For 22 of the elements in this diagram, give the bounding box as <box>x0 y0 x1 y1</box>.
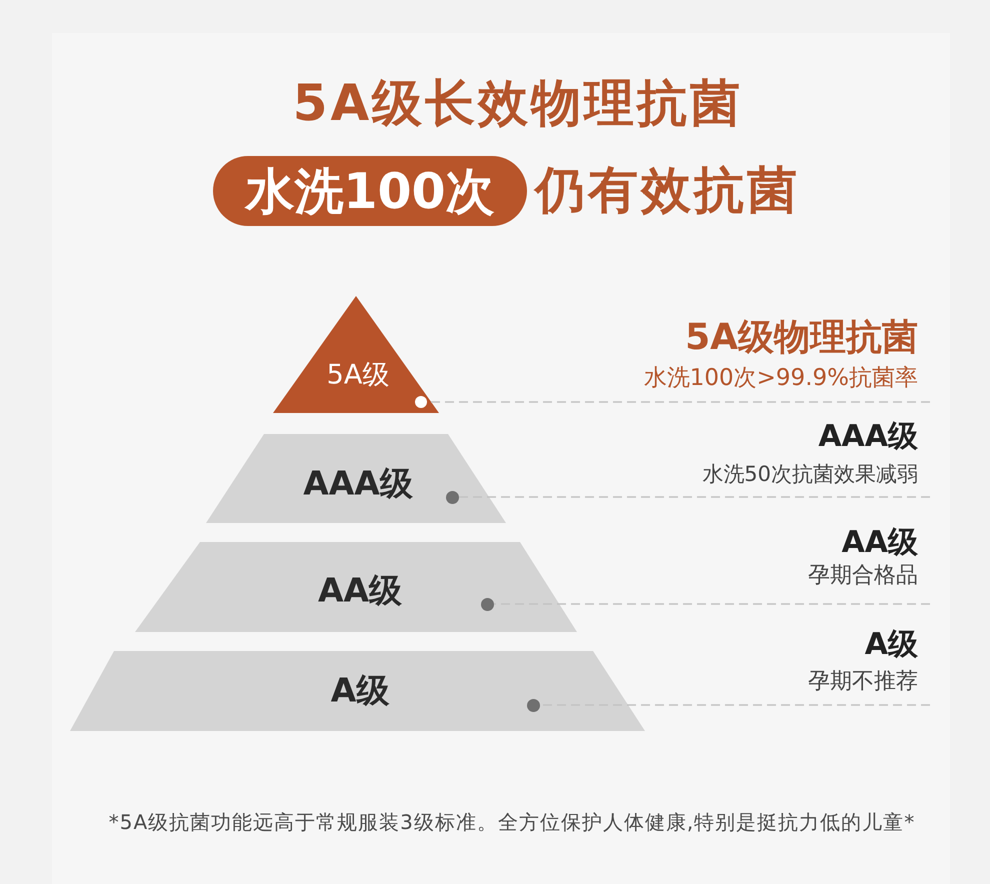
grade-heading: 5A级物理抗菌 <box>685 320 918 356</box>
leader-line <box>458 496 930 498</box>
pyramid-tier <box>273 296 439 413</box>
pyramid-tier <box>206 434 506 523</box>
footnote: *5A级抗菌功能远高于常规服装3级标准。全方位保护人体健康,特别是挺抗力低的儿童* <box>108 812 916 832</box>
grade-description: 孕期不推荐 <box>808 671 918 693</box>
grade-heading: A级 <box>864 630 918 660</box>
grade-description: 孕期合格品 <box>808 565 918 587</box>
title: 5A级长效物理抗菌 <box>292 78 744 128</box>
pyramid-tier <box>70 651 645 731</box>
subtitle-text: 仍有效抗菌 <box>535 165 800 215</box>
grade-description: 水洗100次>99.9%抗菌率 <box>644 366 918 390</box>
leader-line <box>494 603 930 605</box>
grade-heading: AAA级 <box>818 422 918 452</box>
grade-heading: AA级 <box>842 528 918 558</box>
tier-label: A级 <box>330 674 390 706</box>
highlight-pill: 水洗100次 <box>213 156 527 226</box>
pyramid-tier <box>135 542 577 632</box>
grade-description: 水洗50次抗菌效果减弱 <box>702 464 918 484</box>
tier-label: AAA级 <box>303 466 413 500</box>
tier-label: AA级 <box>318 574 402 606</box>
tier-label: 5A级 <box>326 362 390 388</box>
